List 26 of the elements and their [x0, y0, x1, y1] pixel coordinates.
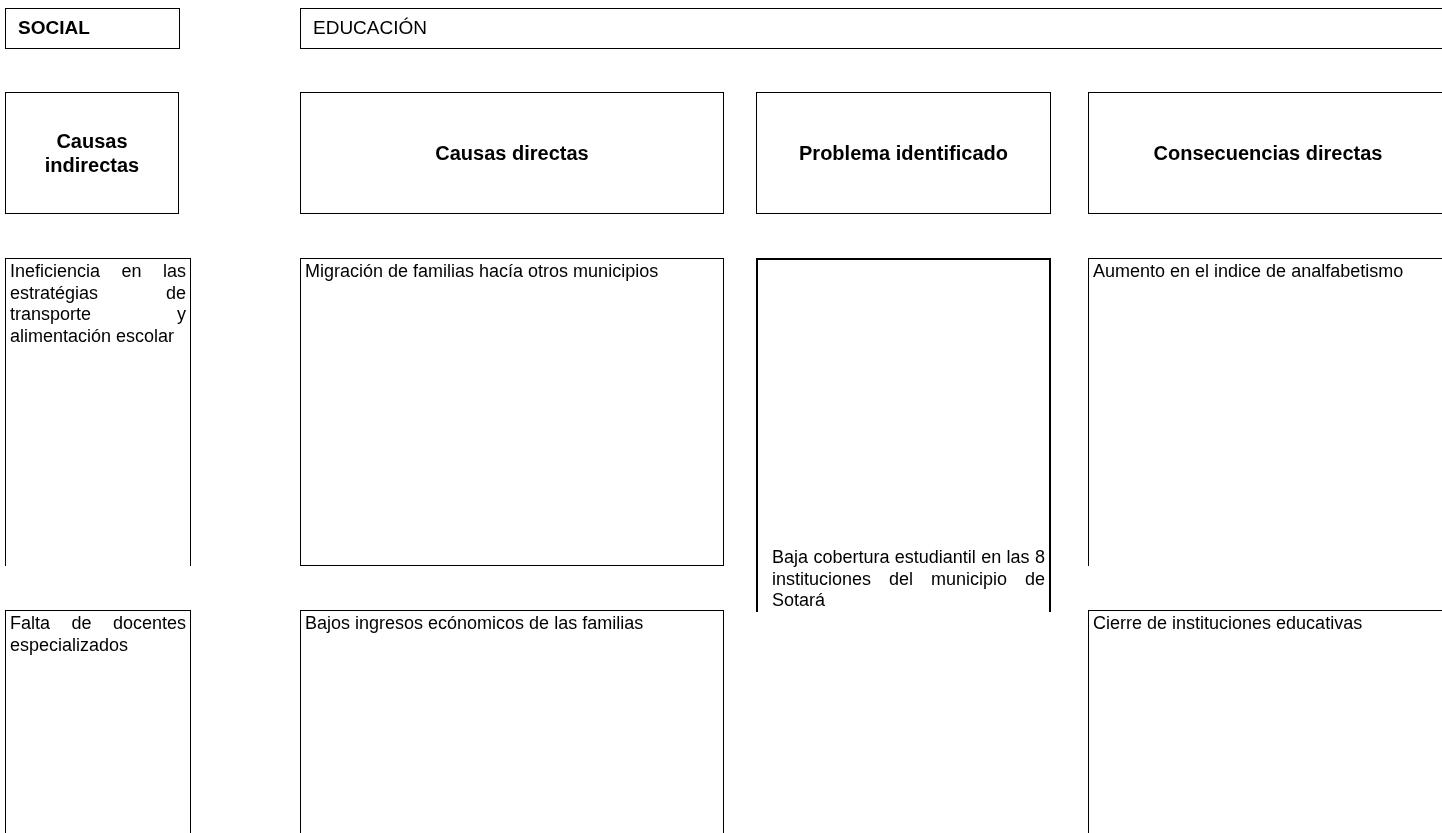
- problem-box: [756, 258, 1051, 612]
- box-text: Cierre de instituciones educativas: [1093, 613, 1364, 635]
- cause-box: [5, 610, 191, 833]
- box-text: Baja cobertura estudiantil en las 8 instituciones del municipio de Sotará: [772, 547, 1045, 612]
- header-box: [1088, 92, 1442, 214]
- header-box: [300, 92, 724, 214]
- box-text: Consecuencias directas: [1153, 141, 1383, 165]
- cause-box: [300, 258, 724, 566]
- box-text: Problema identificado: [799, 141, 1008, 165]
- category-box: [5, 8, 180, 49]
- box-text: Falta de docentes especializados: [10, 613, 186, 657]
- box-text: Migración de familias hacía otros municipios: [305, 261, 660, 283]
- box-text: SOCIAL: [18, 16, 90, 41]
- box-text: Causas indirectas: [43, 129, 141, 177]
- topic-box: [300, 8, 1442, 49]
- cause-box: [300, 610, 724, 833]
- cause-box: [5, 258, 191, 566]
- box-text: Causas directas: [435, 141, 589, 165]
- box-text: EDUCACIÓN: [313, 16, 427, 41]
- box-text: Aumento en el indice de analfabetismo: [1093, 261, 1405, 283]
- consequence-box: [1088, 258, 1442, 566]
- box-text: Ineficiencia en las estratégias de transporte y alimentación escolar: [10, 261, 186, 348]
- box-text: Bajos ingresos ecónomicos de las familias: [305, 613, 645, 635]
- header-box: [756, 92, 1051, 214]
- consequence-box: [1088, 610, 1442, 833]
- header-box: [5, 92, 179, 214]
